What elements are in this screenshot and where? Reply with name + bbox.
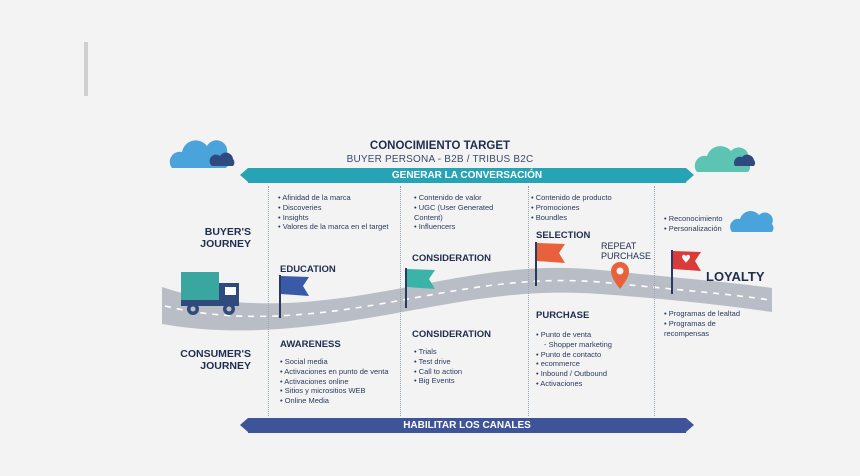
list-item: Punto de contacto — [536, 350, 651, 360]
loyalty-bottom-list: Programas de lealtad Programas de recomp… — [664, 309, 749, 338]
list-item: Programas de lealtad — [664, 309, 749, 319]
education-list: Afinidad de la marca Discoveries Insight… — [278, 193, 396, 232]
list-item: Promociones — [531, 203, 651, 213]
list-item: Test drive — [414, 357, 514, 367]
loyalty-top-list: Reconocimiento Personalización — [664, 214, 744, 234]
stage-selection: SELECTION — [536, 230, 591, 241]
list-item: Inbound / Outbound — [536, 369, 651, 379]
selection-list: Contenido de producto Promociones Boundl… — [531, 193, 651, 222]
location-pin-icon — [611, 262, 629, 289]
road-center-line — [164, 279, 771, 318]
list-item: Activaciones en punto de venta — [280, 367, 398, 377]
list-item: UGC (User Generated Content) — [414, 203, 514, 223]
stage-repeat-purchase: REPEAT PURCHASE — [601, 241, 652, 261]
list-item: Call to action — [414, 367, 514, 377]
truck-icon — [181, 272, 239, 315]
list-item: Sitios y micrositios WEB — [280, 386, 398, 396]
stage-education: EDUCATION — [280, 264, 336, 275]
awareness-list: Social media Activaciones en punto de ve… — [280, 357, 398, 406]
stage-loyalty: LOYALTY — [706, 269, 765, 284]
cloud-icon-right-top — [694, 146, 755, 172]
purchase-list: Punto de venta Shopper marketing Punto d… — [536, 330, 651, 389]
page-subtitle: BUYER PERSONA - B2B / TRIBUS B2C — [346, 154, 534, 165]
flag-icon-selection — [535, 242, 565, 286]
list-item: Activaciones — [536, 379, 651, 389]
cloud-icon-left — [169, 140, 235, 168]
column-divider — [400, 186, 401, 416]
column-divider — [268, 186, 269, 416]
vertical-bar — [84, 42, 88, 96]
list-item: Afinidad de la marca — [278, 193, 396, 203]
buyers-journey-label: BUYER'S JOURNEY — [200, 226, 251, 250]
top-banner: GENERAR LA CONVERSACIÓN — [240, 168, 694, 183]
stage-awareness: AWARENESS — [280, 339, 341, 350]
list-item: Big Events — [414, 376, 514, 386]
stage-consideration-bottom: CONSIDERATION — [412, 329, 491, 340]
stage-purchase: PURCHASE — [536, 310, 590, 321]
list-item: Boundles — [531, 213, 651, 223]
list-item: Contenido de valor — [414, 193, 514, 203]
list-item: Online Media — [280, 396, 398, 406]
flag-icon-consideration — [405, 268, 435, 308]
list-item: Reconocimiento — [664, 214, 744, 224]
list-item: Discoveries — [278, 203, 396, 213]
bottom-banner: HABILITAR LOS CANALES — [240, 418, 694, 433]
consideration-top-list: Contenido de valor UGC (User Generated C… — [414, 193, 514, 232]
consideration-bottom-list: Trials Test drive Call to action Big Eve… — [414, 347, 514, 386]
list-item: ecommerce — [536, 359, 651, 369]
list-item: Insights — [278, 213, 396, 223]
flag-icon-education — [279, 275, 309, 318]
list-item: Trials — [414, 347, 514, 357]
list-item: Social media — [280, 357, 398, 367]
list-item: Influencers — [414, 222, 514, 232]
list-item: Contenido de producto — [531, 193, 651, 203]
list-item: Activaciones online — [280, 377, 398, 387]
column-divider — [528, 186, 529, 416]
page-title: CONOCIMIENTO TARGET — [369, 140, 511, 152]
list-item: Programas de recompensas — [664, 319, 749, 339]
heart-flag-icon — [671, 250, 701, 294]
list-item: Valores de la marca en el target — [278, 222, 396, 232]
column-divider — [654, 186, 655, 416]
consumers-journey-label: CONSUMER'S JOURNEY — [180, 348, 251, 372]
list-item: Shopper marketing — [536, 340, 651, 350]
stage-consideration-top: CONSIDERATION — [412, 253, 491, 264]
list-item: Punto de venta — [536, 330, 651, 340]
list-item: Personalización — [664, 224, 744, 234]
